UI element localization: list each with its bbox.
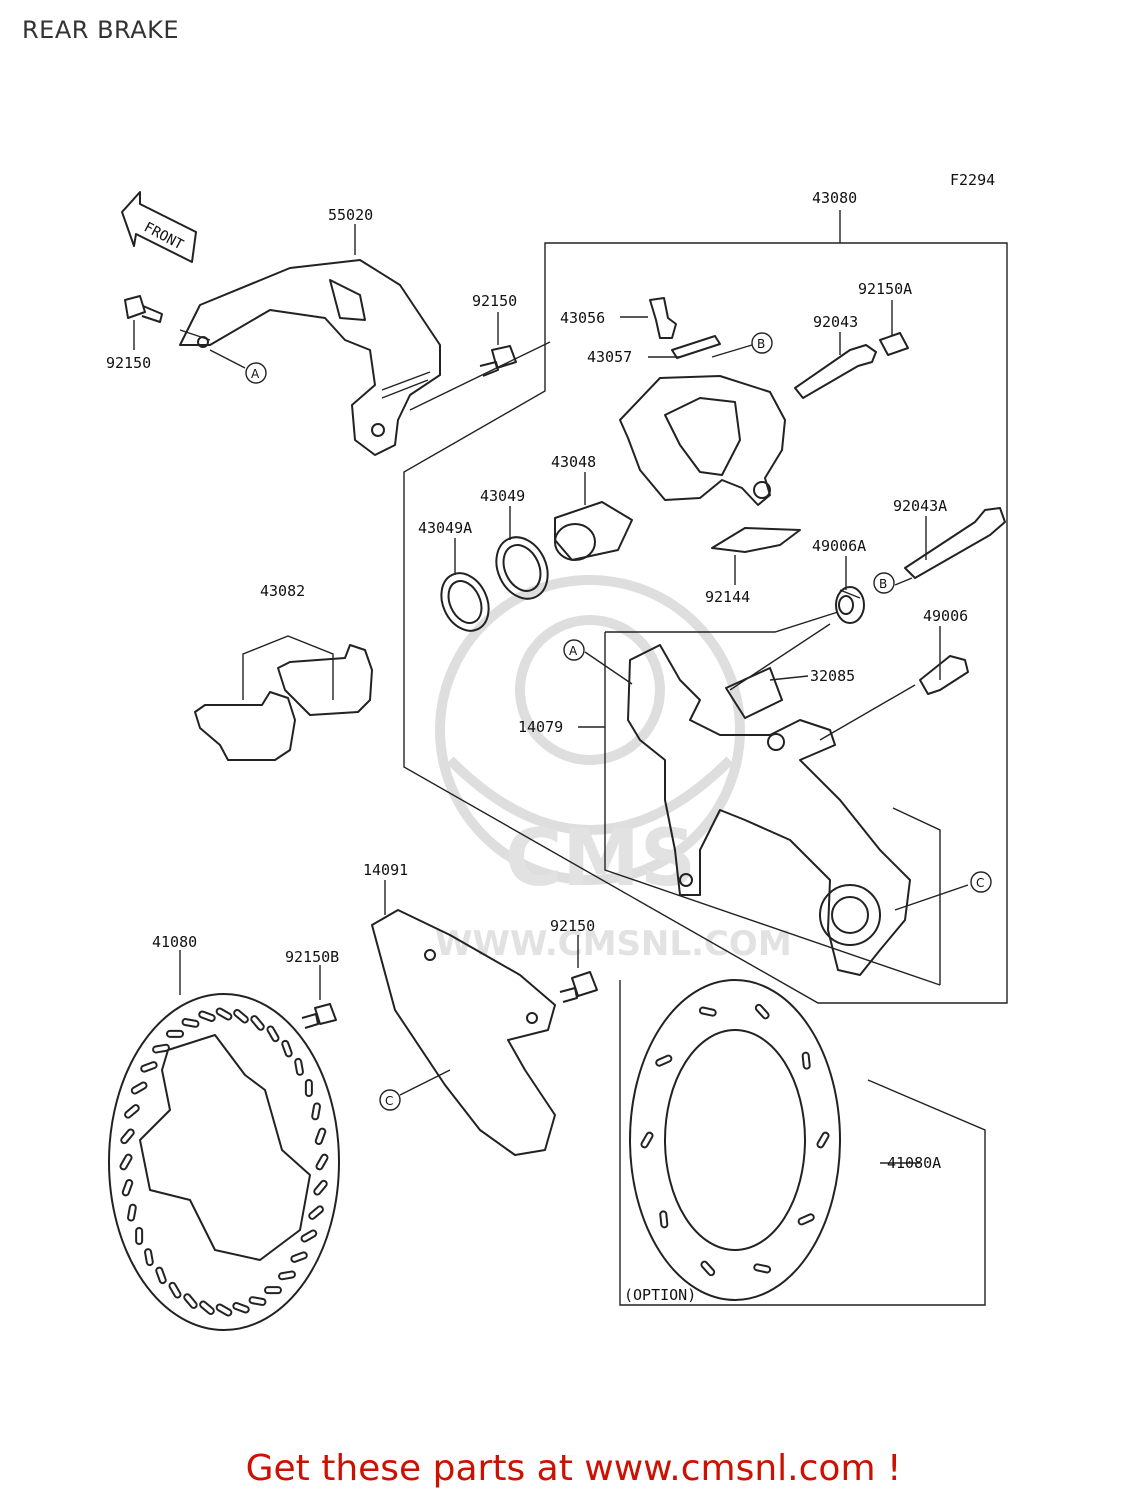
callout-a-2: A bbox=[563, 639, 585, 661]
callout-c-1: C bbox=[970, 871, 992, 893]
label-92144: 92144 bbox=[705, 588, 750, 606]
label-43049: 43049 bbox=[480, 487, 525, 505]
callout-c-2: C bbox=[379, 1089, 401, 1111]
callout-b-1: B bbox=[751, 332, 773, 354]
svg-text:A: A bbox=[569, 644, 578, 658]
part-43049a-seal bbox=[440, 572, 490, 632]
part-92043-pin bbox=[794, 344, 877, 399]
label-43056: 43056 bbox=[560, 309, 605, 327]
label-43057: 43057 bbox=[587, 348, 632, 366]
part-43056-bleeder bbox=[649, 297, 677, 339]
label-43048: 43048 bbox=[551, 453, 596, 471]
label-55020: 55020 bbox=[328, 206, 373, 224]
label-92150-mid: 92150 bbox=[550, 917, 595, 935]
label-92150-top: 92150 bbox=[472, 292, 517, 310]
footer-promo[interactable]: Get these parts at www.cmsnl.com ! bbox=[245, 1448, 902, 1489]
label-32085: 32085 bbox=[810, 667, 855, 685]
disc-41080-slots bbox=[119, 1007, 329, 1317]
label-49006a: 49006A bbox=[812, 537, 866, 555]
label-41080: 41080 bbox=[152, 933, 197, 951]
svg-text:C: C bbox=[976, 876, 984, 890]
part-14091-guard bbox=[371, 909, 556, 1156]
bolt-92150b bbox=[301, 1003, 337, 1029]
svg-text:C: C bbox=[385, 1094, 393, 1108]
part-43057-cap bbox=[671, 335, 721, 359]
svg-text:A: A bbox=[251, 367, 260, 381]
label-92043a: 92043A bbox=[893, 497, 947, 515]
label-92150b: 92150B bbox=[285, 948, 339, 966]
label-92043: 92043 bbox=[813, 313, 858, 331]
watermark-url: WWW.CMSNL.COM bbox=[435, 924, 792, 964]
callout-a-1: A bbox=[245, 362, 267, 384]
bolt-92150-top bbox=[479, 345, 517, 377]
svg-text:B: B bbox=[757, 337, 765, 351]
figure-code: F2294 bbox=[950, 171, 995, 189]
front-arrow-icon: FRONT bbox=[121, 191, 197, 263]
part-41080-disc bbox=[108, 993, 340, 1331]
label-92150a: 92150A bbox=[858, 280, 912, 298]
label-14079: 14079 bbox=[518, 718, 563, 736]
watermark-brand: CMS bbox=[505, 814, 696, 904]
label-92150-left: 92150 bbox=[106, 354, 151, 372]
part-41080a-disc bbox=[629, 979, 841, 1301]
part-49006-boot bbox=[919, 655, 969, 695]
label-43080: 43080 bbox=[812, 189, 857, 207]
part-14079-bracket bbox=[627, 644, 911, 976]
label-49006: 49006 bbox=[923, 607, 968, 625]
page-title: REAR BRAKE bbox=[22, 16, 180, 44]
parts-diagram: CMS WWW.CMSNL.COM FRONT F2294 bbox=[106, 171, 1008, 1331]
part-43049-seal bbox=[495, 536, 549, 600]
part-92150a-cap bbox=[879, 332, 909, 356]
part-labels: 55020 92150 92150 43080 92150A 43056 920… bbox=[106, 189, 968, 1304]
label-14091: 14091 bbox=[363, 861, 408, 879]
part-49006a-boot bbox=[835, 586, 865, 624]
watermark-logo: CMS WWW.CMSNL.COM bbox=[435, 575, 792, 964]
callout-b-2: B bbox=[873, 572, 895, 594]
part-55020-guard bbox=[179, 259, 441, 456]
bolt-92150-mid bbox=[559, 971, 598, 1003]
part-43082-pads bbox=[194, 644, 373, 761]
part-92043a-pin bbox=[904, 507, 1006, 579]
part-32085-plate bbox=[725, 667, 783, 719]
option-label: (OPTION) bbox=[624, 1286, 696, 1304]
part-43048-piston bbox=[554, 501, 633, 561]
disc-41080a-windows bbox=[640, 1003, 830, 1277]
part-caliper-body bbox=[619, 375, 786, 506]
label-43049a: 43049A bbox=[418, 519, 472, 537]
label-43082: 43082 bbox=[260, 582, 305, 600]
label-41080a: 41080A bbox=[887, 1154, 941, 1172]
bolt-92150-left bbox=[124, 295, 163, 323]
svg-text:B: B bbox=[879, 577, 887, 591]
part-92144-spring bbox=[711, 527, 801, 553]
